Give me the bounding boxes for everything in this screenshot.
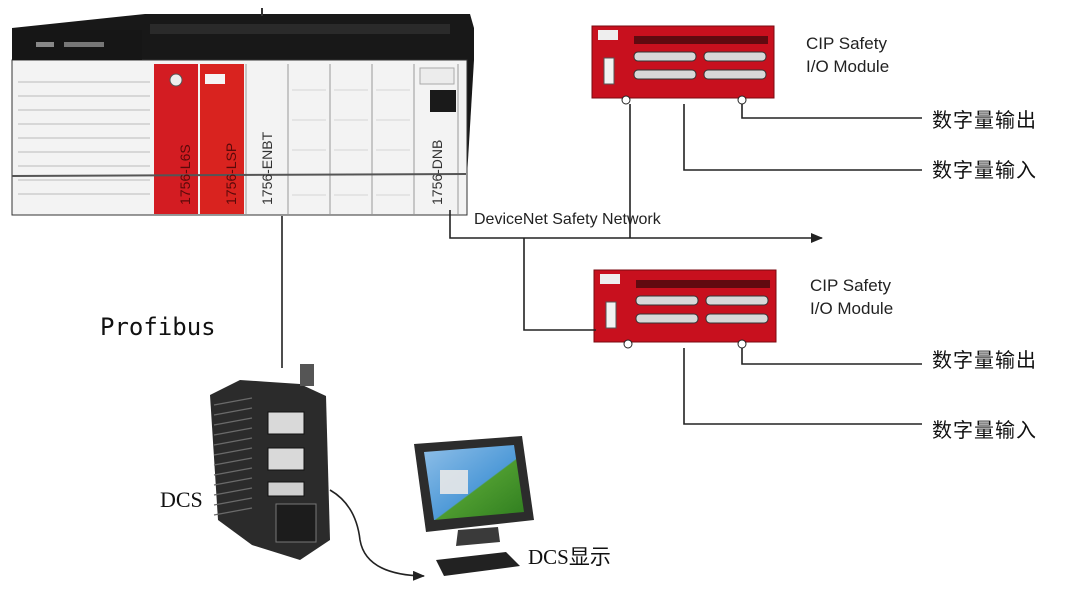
module-1-title: CIP Safety I/O Module <box>806 32 889 78</box>
devicenet-network-label: DeviceNet Safety Network <box>474 211 661 228</box>
module-1-digital-input-label: 数字量输入 <box>932 158 1037 182</box>
io-slot-dividers <box>245 64 459 214</box>
connection-lines <box>281 104 922 581</box>
plc-slot-label-1: 1756-L6S <box>177 144 193 205</box>
module-2-digital-output-label: 数字量输出 <box>932 348 1037 372</box>
safety-partner-slot <box>200 64 244 214</box>
module-2-digital-input-label: 数字量输入 <box>932 418 1037 442</box>
safety-io-module-1 <box>591 25 775 105</box>
module-1-output-line <box>741 104 922 119</box>
module-1-input-line <box>683 104 922 171</box>
plc-slot-label-2: 1756-LSP <box>223 143 239 205</box>
module-2-input-line <box>683 348 922 425</box>
safety-controller-slot <box>154 64 198 214</box>
dcs-label: DCS <box>160 487 203 512</box>
module-1-title-line2: I/O Module <box>806 57 890 76</box>
power-supply-vents <box>18 81 150 195</box>
dcs-monitor <box>414 436 534 576</box>
dcs-display-arrow <box>329 489 425 581</box>
module-2-title-line2: I/O Module <box>810 299 894 318</box>
module-2-title-line1: CIP Safety <box>810 276 891 295</box>
module-2-output-line <box>741 348 922 365</box>
plc-chassis: 1756-L6S 1756-LSP 1756-ENBT 1756-DNB <box>11 8 474 216</box>
dnb-port <box>430 90 456 112</box>
safety-io-module-2 <box>593 269 777 349</box>
module-1-digital-output-label: 数字量输出 <box>932 108 1037 132</box>
plc-slot-label-4: 1756-DNB <box>429 140 445 205</box>
module-2-title: CIP Safety I/O Module <box>810 274 893 320</box>
plc-slot-label-3: 1756-ENBT <box>259 131 275 205</box>
profibus-label: Profibus <box>100 313 216 341</box>
module-2-network-drop <box>523 238 596 331</box>
io-slot-ribs <box>292 89 410 196</box>
module-1-title-line1: CIP Safety <box>806 34 887 53</box>
devicenet-trunk-arrow <box>449 210 823 243</box>
dcs-display-label: DCS显示 <box>528 545 611 569</box>
dcs-unit <box>210 364 330 560</box>
